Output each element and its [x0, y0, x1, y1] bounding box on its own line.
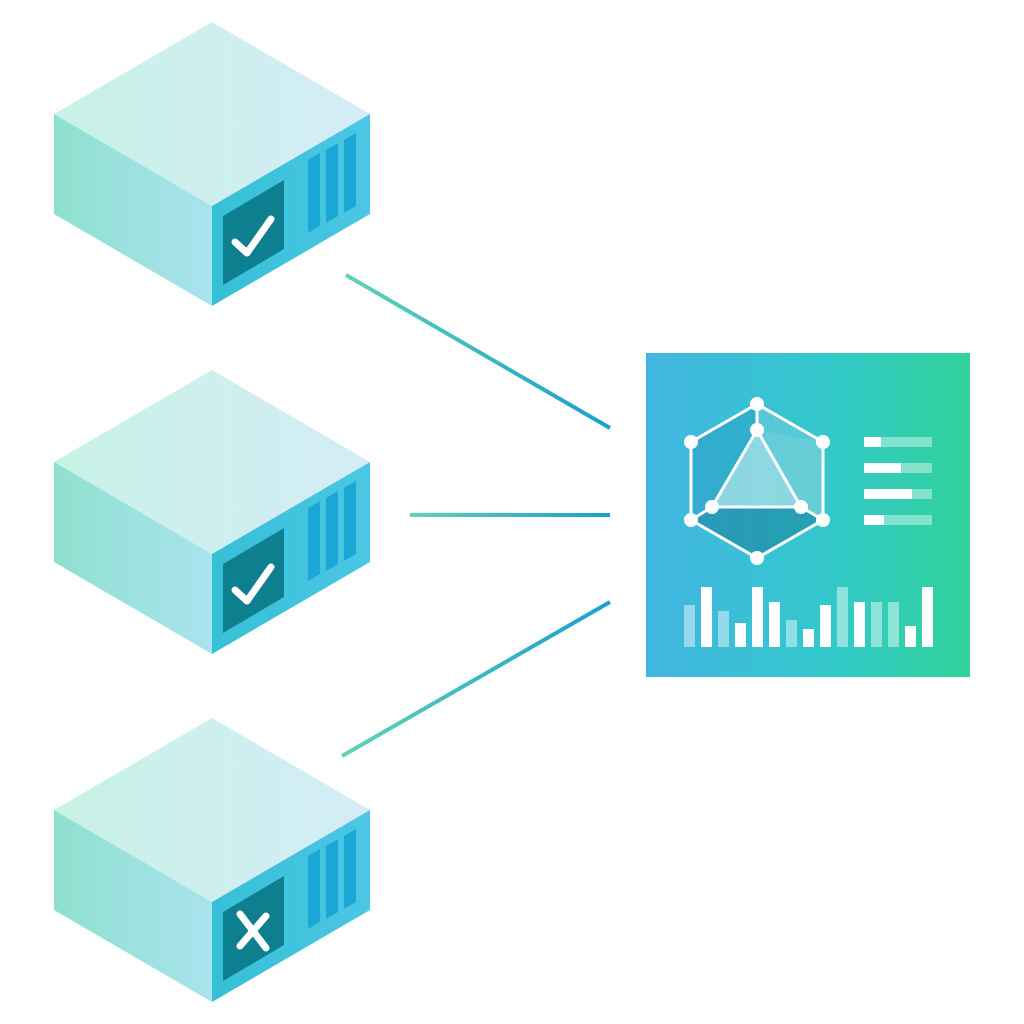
server-box-3 [54, 718, 370, 1002]
progress-track-4 [864, 515, 932, 525]
server-box-2 [54, 370, 370, 654]
vent-slot-1 [308, 153, 320, 233]
vent-slots [308, 829, 356, 929]
graphql-network-icon [684, 397, 830, 565]
mini-bar-14 [905, 626, 916, 647]
connection-lines [341, 273, 612, 758]
graph-node-5 [684, 513, 698, 527]
vent-slot-1 [308, 849, 320, 929]
mini-bar-11 [854, 602, 865, 647]
dashboard-panel [646, 353, 970, 677]
mini-bar-12 [871, 602, 882, 647]
vent-slots [308, 481, 356, 581]
progress-fill-3 [864, 489, 912, 499]
progress-fill-1 [864, 437, 881, 447]
server-left-face [54, 810, 212, 1002]
status-panel [223, 528, 284, 633]
vent-slot-3 [344, 829, 356, 909]
graph-node-1 [750, 397, 764, 411]
mini-bar-13 [888, 602, 899, 647]
server-left-face [54, 114, 212, 306]
mini-bar-7 [786, 620, 797, 647]
mini-bar-3 [718, 611, 729, 647]
graph-node-7 [750, 423, 764, 437]
cross-icon [236, 910, 270, 952]
mini-bar-5 [752, 587, 763, 647]
mini-bar-10 [837, 587, 848, 647]
vent-slot-3 [344, 481, 356, 561]
progress-fill-4 [864, 515, 884, 525]
server-group [54, 22, 370, 1002]
mini-bar-chart [684, 587, 933, 647]
graph-node-8 [794, 500, 808, 514]
vent-slot-1 [308, 501, 320, 581]
mini-bar-6 [769, 602, 780, 647]
graph-node-6 [684, 435, 698, 449]
graph-node-9 [705, 500, 719, 514]
checkmark-icon [231, 563, 275, 605]
vent-slot-2 [326, 491, 338, 571]
graph-node-3 [816, 513, 830, 527]
vent-slot-3 [344, 133, 356, 213]
connection-line-1 [344, 273, 612, 430]
progress-track-1 [864, 437, 932, 447]
server-box-1 [54, 22, 370, 306]
checkmark-icon [231, 215, 275, 257]
mini-bar-15 [922, 587, 933, 647]
graph-node-4 [750, 551, 764, 565]
graph-node-2 [816, 435, 830, 449]
mini-bar-4 [735, 623, 746, 647]
status-panel [223, 180, 284, 285]
vent-slot-2 [326, 143, 338, 223]
progress-fill-2 [864, 463, 901, 473]
vent-slot-2 [326, 839, 338, 919]
mini-bar-8 [803, 629, 814, 647]
mini-bar-2 [701, 587, 712, 647]
mini-bar-9 [820, 605, 831, 647]
server-left-face [54, 462, 212, 654]
progress-bars [864, 437, 932, 525]
connection-line-3 [341, 600, 611, 758]
mini-bar-1 [684, 605, 695, 647]
vent-slots [308, 133, 356, 233]
